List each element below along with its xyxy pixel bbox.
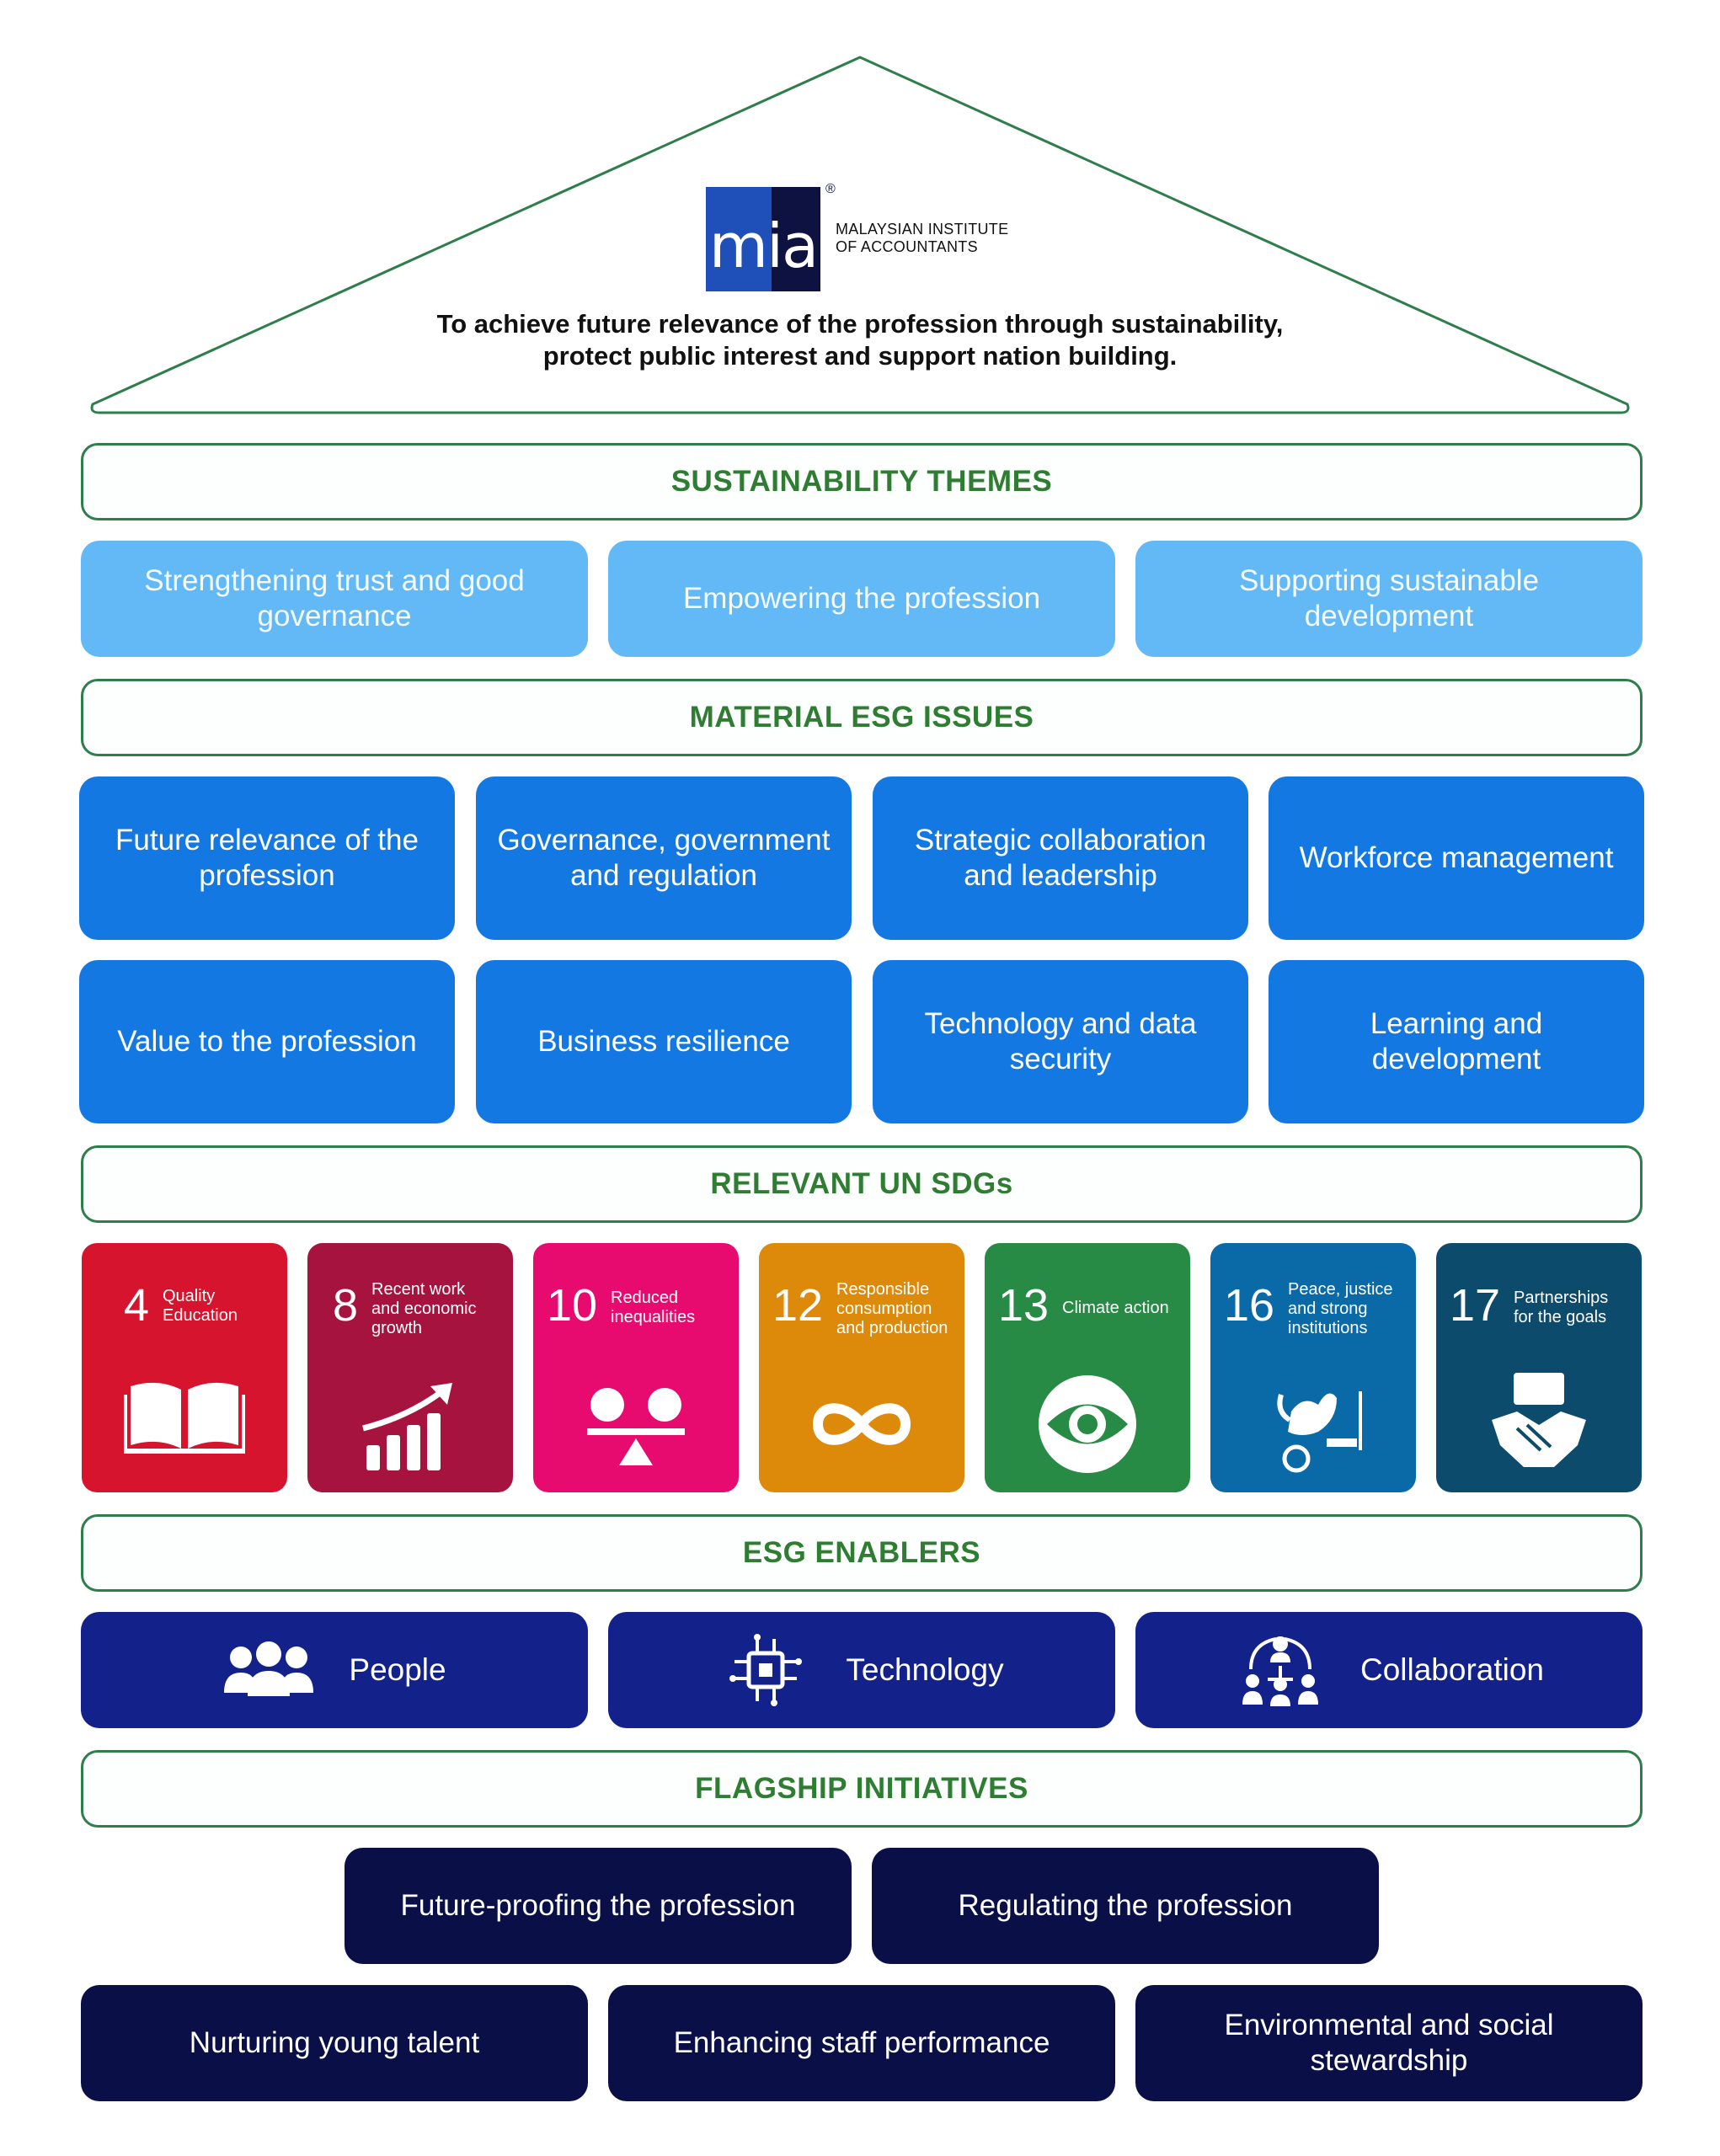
infinity-loop-icon <box>812 1403 911 1445</box>
issue-business-resilience: Business resilience <box>476 960 852 1123</box>
organization-name-line2: OF ACCOUNTANTS <box>836 238 978 255</box>
sdg-number: 13 <box>998 1280 1050 1331</box>
sdg-number: 8 <box>333 1280 359 1331</box>
enabler-collaboration: Collaboration <box>1135 1612 1643 1728</box>
mia-logo: mia <box>706 187 820 291</box>
sdg-number: 17 <box>1450 1280 1501 1331</box>
growth-chart-icon <box>362 1383 452 1470</box>
people-icon <box>224 1641 314 1696</box>
flagship-enhancing-staff-performance: Enhancing staff performance <box>608 1985 1115 2101</box>
theme-box-trust-governance: Strengthening trust and good governance <box>81 541 588 657</box>
sdg-number: 12 <box>772 1280 824 1331</box>
issue-learning-development: Learning and development <box>1269 960 1644 1123</box>
mission-line1: To achieve future relevance of the profe… <box>436 309 1284 339</box>
issue-value-to-profession: Value to the profession <box>79 960 455 1123</box>
theme-box-empowering: Empowering the profession <box>608 541 1115 657</box>
dove-gavel-icon <box>1277 1391 1362 1473</box>
logo-mark: mia <box>708 211 819 281</box>
issue-strategic-collaboration: Strategic collaboration and leadership <box>873 776 1248 940</box>
sdg-number: 4 <box>124 1280 150 1331</box>
enabler-label: People <box>349 1652 446 1687</box>
enabler-label: Technology <box>846 1652 1004 1687</box>
equality-icon <box>587 1388 685 1465</box>
theme-box-sustainable-development: Supporting sustainable development <box>1135 541 1643 657</box>
book-icon <box>124 1382 245 1454</box>
mission-line2: protect public interest and support nati… <box>542 341 1178 371</box>
sdg-number: 16 <box>1224 1280 1275 1331</box>
flagship-nurturing-young-talent: Nurturing young talent <box>81 1985 588 2101</box>
issue-future-relevance: Future relevance of the profession <box>79 776 455 940</box>
registered-mark: ® <box>825 182 836 196</box>
issue-technology-data-security: Technology and data security <box>873 960 1248 1123</box>
enabler-label: Collaboration <box>1359 1652 1545 1687</box>
sdg-title: Climate action <box>1062 1299 1169 1317</box>
organization-name: MALAYSIAN INSTITUTE OF ACCOUNTANTS <box>836 221 1008 256</box>
esg-enablers-header: ESG ENABLERS <box>81 1514 1643 1592</box>
issue-governance: Governance, government and regulation <box>476 776 852 940</box>
handshake-icon <box>1492 1373 1586 1467</box>
roof-pediment <box>90 56 1630 414</box>
issue-workforce-management: Workforce management <box>1269 776 1644 940</box>
flagship-environmental-social-stewardship: Environmental and social stewardship <box>1135 1985 1643 2101</box>
chip-icon <box>729 1634 803 1706</box>
flagship-initiatives-header: FLAGSHIP INITIATIVES <box>81 1750 1643 1828</box>
flagship-future-proofing: Future-proofing the profession <box>345 1848 852 1964</box>
sdg-number: 10 <box>547 1280 598 1331</box>
sdg-13-tile: 13 Climate action <box>985 1243 1190 1492</box>
mission-statement: To achieve future relevance of the profe… <box>329 308 1391 372</box>
sustainability-themes-header: SUSTAINABILITY THEMES <box>81 443 1643 520</box>
earth-eye-icon <box>1039 1375 1136 1473</box>
material-esg-issues-header: MATERIAL ESG ISSUES <box>81 679 1643 756</box>
network-people-icon <box>1242 1636 1318 1706</box>
flagship-regulating: Regulating the profession <box>872 1848 1379 1964</box>
enabler-technology: Technology <box>608 1612 1115 1728</box>
relevant-un-sdgs-header: RELEVANT UN SDGs <box>81 1145 1643 1223</box>
enabler-people: People <box>81 1612 588 1728</box>
organization-name-line1: MALAYSIAN INSTITUTE <box>836 221 1009 237</box>
